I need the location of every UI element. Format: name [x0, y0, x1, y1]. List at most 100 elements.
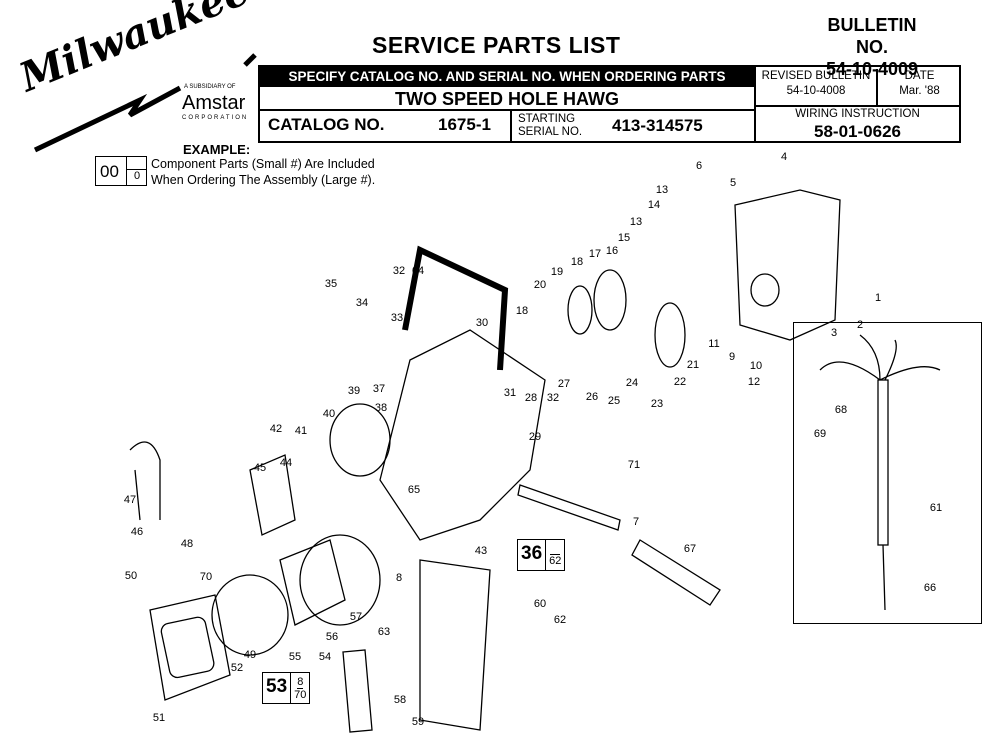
- part-callout: 30: [475, 317, 489, 329]
- example-label: EXAMPLE:: [183, 142, 251, 157]
- part-callout: 14: [647, 199, 661, 211]
- assembly-small-bottom: 62: [549, 554, 562, 567]
- model-name: TWO SPEED HOLE HAWG: [260, 87, 754, 111]
- page-title: SERVICE PARTS LIST: [372, 32, 621, 58]
- part-callout: 3: [830, 327, 838, 339]
- brush-cover: [342, 649, 373, 733]
- part-callout: 29: [528, 431, 542, 443]
- spindle: [517, 484, 621, 531]
- date-value: Mar. '88: [899, 85, 940, 97]
- part-callout: 21: [686, 359, 700, 371]
- example-assembly-box: 00 0: [95, 156, 147, 186]
- part-callout: 7: [632, 516, 640, 528]
- part-callout: 52: [230, 662, 244, 674]
- catalog-label: CATALOG NO.: [268, 115, 385, 134]
- part-callout: 48: [180, 538, 194, 550]
- part-callout: 20: [533, 279, 547, 291]
- bulletin-value: 54-10-4009: [825, 59, 919, 79]
- part-callout: 42: [269, 423, 283, 435]
- part-callout: 56: [325, 631, 339, 643]
- part-callout: 28: [524, 392, 538, 404]
- example-description: Component Parts (Small #) Are Included W…: [151, 156, 375, 188]
- part-callout: 18: [570, 256, 584, 268]
- date-cell: DATE Mar. '88: [878, 69, 961, 99]
- example-small-number: 0: [126, 157, 147, 185]
- part-callout: 60: [533, 598, 547, 610]
- part-callout: 46: [130, 526, 144, 538]
- part-callout: 12: [747, 376, 761, 388]
- housing: [379, 329, 546, 541]
- wiring-label: WIRING INSTRUCTION: [795, 108, 920, 120]
- part-callout: 25: [607, 395, 621, 407]
- part-callout: 34: [355, 297, 369, 309]
- part-callout: 71: [627, 459, 641, 471]
- end-cap-window: [160, 616, 215, 679]
- part-callout: 5: [729, 177, 737, 189]
- example-big-number: 00: [100, 162, 119, 181]
- part-callout: 19: [550, 266, 564, 278]
- part-callout: 23: [650, 398, 664, 410]
- part-callout: 9: [728, 351, 736, 363]
- bulletin-number: BULLETIN NO. 54-10-4009: [812, 14, 932, 80]
- part-callout: 57: [349, 611, 363, 623]
- subsidiary-note: A SUBSIDIARY OF: [184, 84, 236, 90]
- part-callout: 65: [407, 484, 421, 496]
- part-callout: 55: [288, 651, 302, 663]
- bearing: [750, 273, 780, 307]
- part-callout: 35: [324, 278, 338, 290]
- end-cap: [149, 594, 231, 701]
- amstar-corporation-text: CORPORATION: [182, 115, 249, 121]
- serial-number: 413-314575: [612, 116, 703, 135]
- amstar-logo-text: Amstar: [182, 92, 246, 114]
- assembly-small-numbers: 62: [546, 540, 564, 570]
- part-callout: 31: [503, 387, 517, 399]
- serial-label-line2: SERIAL NO.: [518, 126, 583, 138]
- example-line1: Component Parts (Small #) Are Included: [151, 157, 375, 171]
- part-callout: 61: [929, 502, 943, 514]
- part-callout: 59: [411, 716, 425, 728]
- part-callout: 43: [474, 545, 488, 557]
- part-callout: 66: [923, 582, 937, 594]
- bearing-plate: [329, 403, 391, 477]
- side-handle: [631, 539, 721, 606]
- cord-wires: [819, 334, 941, 381]
- specify-banner: SPECIFY CATALOG NO. AND SERIAL NO. WHEN …: [260, 67, 754, 87]
- gear-case-cover: [734, 189, 841, 341]
- part-callout: 58: [393, 694, 407, 706]
- part-callout: 40: [322, 408, 336, 420]
- assembly-small-top: 8: [297, 675, 304, 689]
- part-callout: 17: [588, 248, 602, 260]
- armature-fan: [211, 574, 289, 656]
- wiring-detail-box: [793, 322, 982, 624]
- gear-1: [593, 269, 627, 331]
- example-small-value: 0: [133, 170, 141, 182]
- part-callout: 16: [605, 245, 619, 257]
- loop-clip: [129, 441, 161, 521]
- part-callout: 38: [374, 402, 388, 414]
- revised-label: REVISED BULLETIN: [761, 70, 871, 82]
- part-callout: 2: [856, 319, 864, 331]
- part-callout: 64: [411, 265, 425, 277]
- assembly-small-bottom: 70: [294, 688, 307, 701]
- part-callout: 6: [695, 160, 703, 172]
- assembly-big-number: 53: [263, 673, 292, 703]
- part-callout: 32: [546, 392, 560, 404]
- revised-number: 54-10-4008: [786, 85, 846, 97]
- catalog-header-box: SPECIFY CATALOG NO. AND SERIAL NO. WHEN …: [258, 65, 756, 143]
- wiring-number: 58-01-0626: [814, 122, 901, 141]
- part-callout: 51: [152, 712, 166, 724]
- chuck: [249, 454, 296, 536]
- bulletin-label: BULLETIN NO.: [827, 15, 917, 57]
- part-callout: 11: [708, 338, 720, 350]
- part-callout: 68: [834, 404, 848, 416]
- part-callout: 32: [392, 265, 406, 277]
- part-callout: 54: [318, 651, 332, 663]
- part-callout: 39: [347, 385, 361, 397]
- part-callout: 47: [123, 494, 137, 506]
- part-callout: 33: [390, 312, 404, 324]
- handle-loop: [402, 245, 509, 371]
